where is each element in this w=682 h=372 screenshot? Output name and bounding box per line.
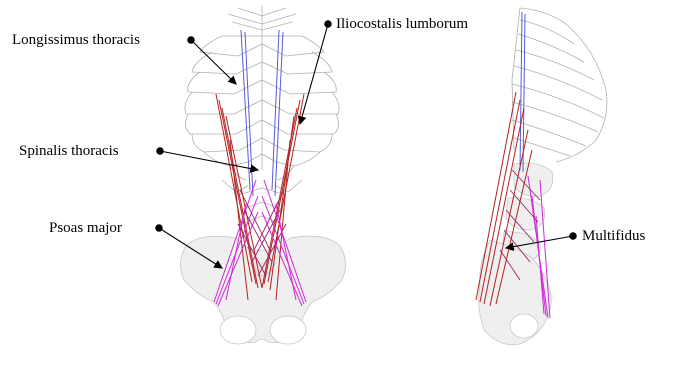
front-view bbox=[180, 6, 345, 344]
label-psoas-major: Psoas major bbox=[49, 219, 122, 237]
label-multifidus: Multifidus bbox=[582, 227, 645, 245]
leader-spinalis bbox=[157, 148, 258, 170]
front-ribcage bbox=[185, 6, 339, 224]
label-spinalis-thoracis: Spinalis thoracis bbox=[19, 142, 119, 160]
leader-longissimus bbox=[188, 37, 236, 84]
front-pelvis bbox=[180, 236, 345, 344]
label-iliocostalis-lumborum: Iliocostalis lumborum bbox=[336, 15, 468, 33]
side-view bbox=[476, 8, 607, 345]
label-longissimus-thoracis: Longissimus thoracis bbox=[12, 31, 140, 49]
